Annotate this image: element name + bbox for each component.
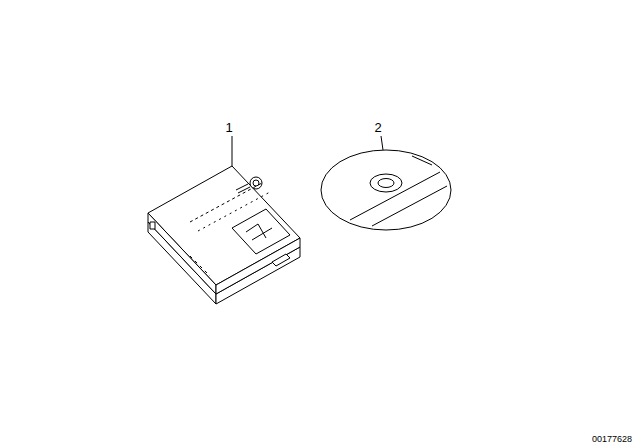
drawing-number: 00177628 <box>592 435 632 444</box>
leader-line <box>232 136 233 166</box>
cd-disc <box>321 150 451 230</box>
manual-book <box>148 166 300 304</box>
callout-number: 2 <box>374 121 381 134</box>
leader-line <box>381 136 383 150</box>
callout-number: 1 <box>225 121 232 134</box>
